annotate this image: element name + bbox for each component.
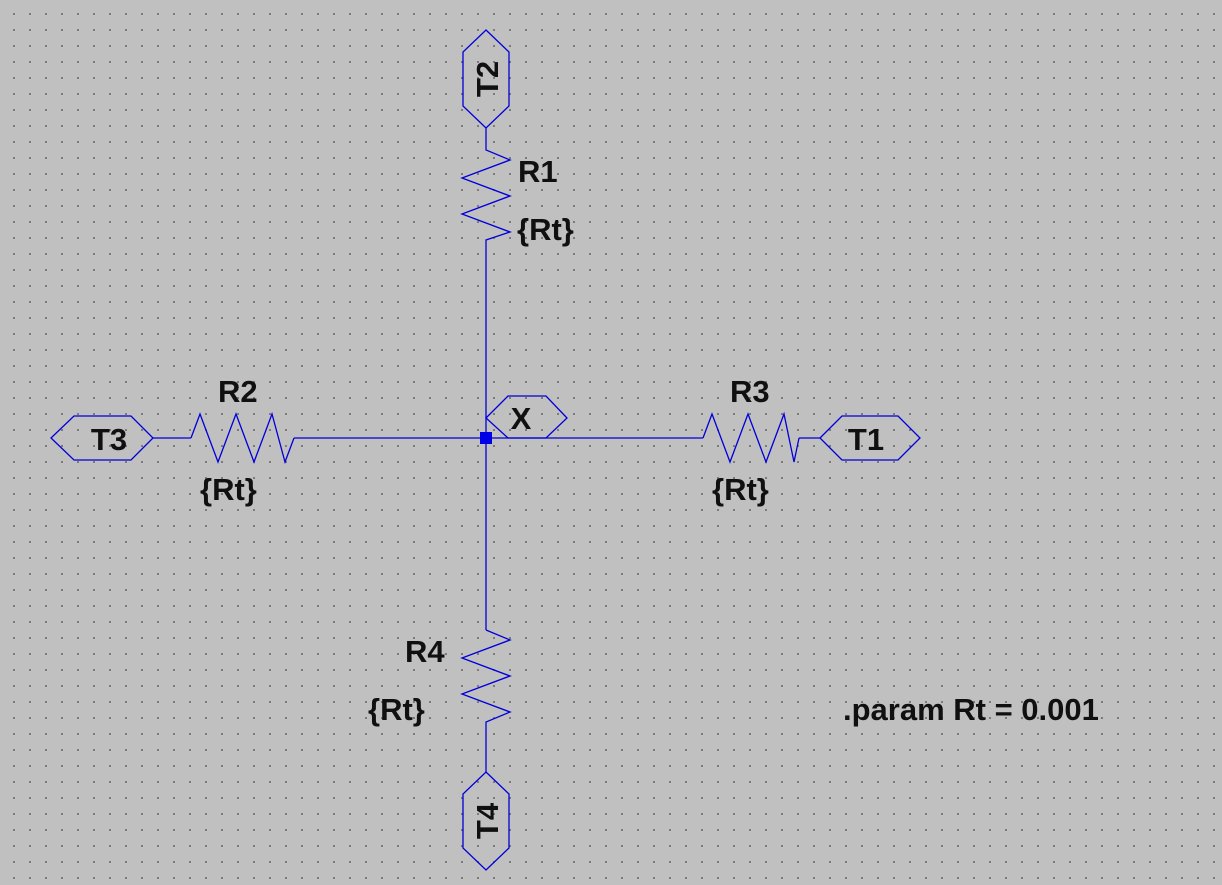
resistor-r2[interactable]: R2 {Rt} xyxy=(190,374,295,507)
spice-directive[interactable]: .param Rt = 0.001 xyxy=(843,692,1099,727)
port-t3-flag[interactable] xyxy=(50,415,154,461)
resistor-r4-value: {Rt} xyxy=(368,692,425,727)
resistor-r1-zigzag[interactable] xyxy=(460,134,512,246)
resistor-r2-value: {Rt} xyxy=(200,472,257,507)
resistor-r1-name: R1 xyxy=(518,154,558,189)
resistor-r4-zigzag[interactable] xyxy=(460,629,512,726)
port-t4-flag[interactable] xyxy=(462,771,510,871)
junction-dot[interactable] xyxy=(480,432,492,444)
port-t2-flag[interactable] xyxy=(462,29,510,129)
resistor-r2-zigzag[interactable] xyxy=(190,411,295,465)
port-t3-label: T3 xyxy=(91,422,127,457)
resistor-r3[interactable]: R3 {Rt} xyxy=(702,374,800,507)
net-label-x-flag[interactable] xyxy=(485,395,568,439)
resistor-r4-name: R4 xyxy=(405,634,445,669)
net-label-x[interactable]: X xyxy=(485,395,568,439)
resistor-r3-zigzag[interactable] xyxy=(702,411,800,464)
net-label-x-text: X xyxy=(511,401,532,436)
port-t2-label: T2 xyxy=(470,61,505,97)
resistor-r2-name: R2 xyxy=(218,374,258,409)
resistor-r3-value: {Rt} xyxy=(712,472,769,507)
port-t3[interactable]: T3 xyxy=(50,415,154,461)
port-t1[interactable]: T1 xyxy=(819,415,921,461)
port-t1-flag[interactable] xyxy=(819,415,921,461)
resistor-r3-name: R3 xyxy=(730,374,770,409)
port-t4[interactable]: T4 xyxy=(462,771,510,871)
resistor-r1-value: {Rt} xyxy=(517,212,574,247)
port-t1-label: T1 xyxy=(848,422,884,457)
resistor-r1[interactable]: R1 {Rt} xyxy=(460,134,574,247)
resistor-r4[interactable]: R4 {Rt} xyxy=(368,629,512,727)
port-t4-label: T4 xyxy=(470,802,505,839)
wire-net[interactable] xyxy=(153,128,820,772)
port-t2[interactable]: T2 xyxy=(462,29,510,129)
